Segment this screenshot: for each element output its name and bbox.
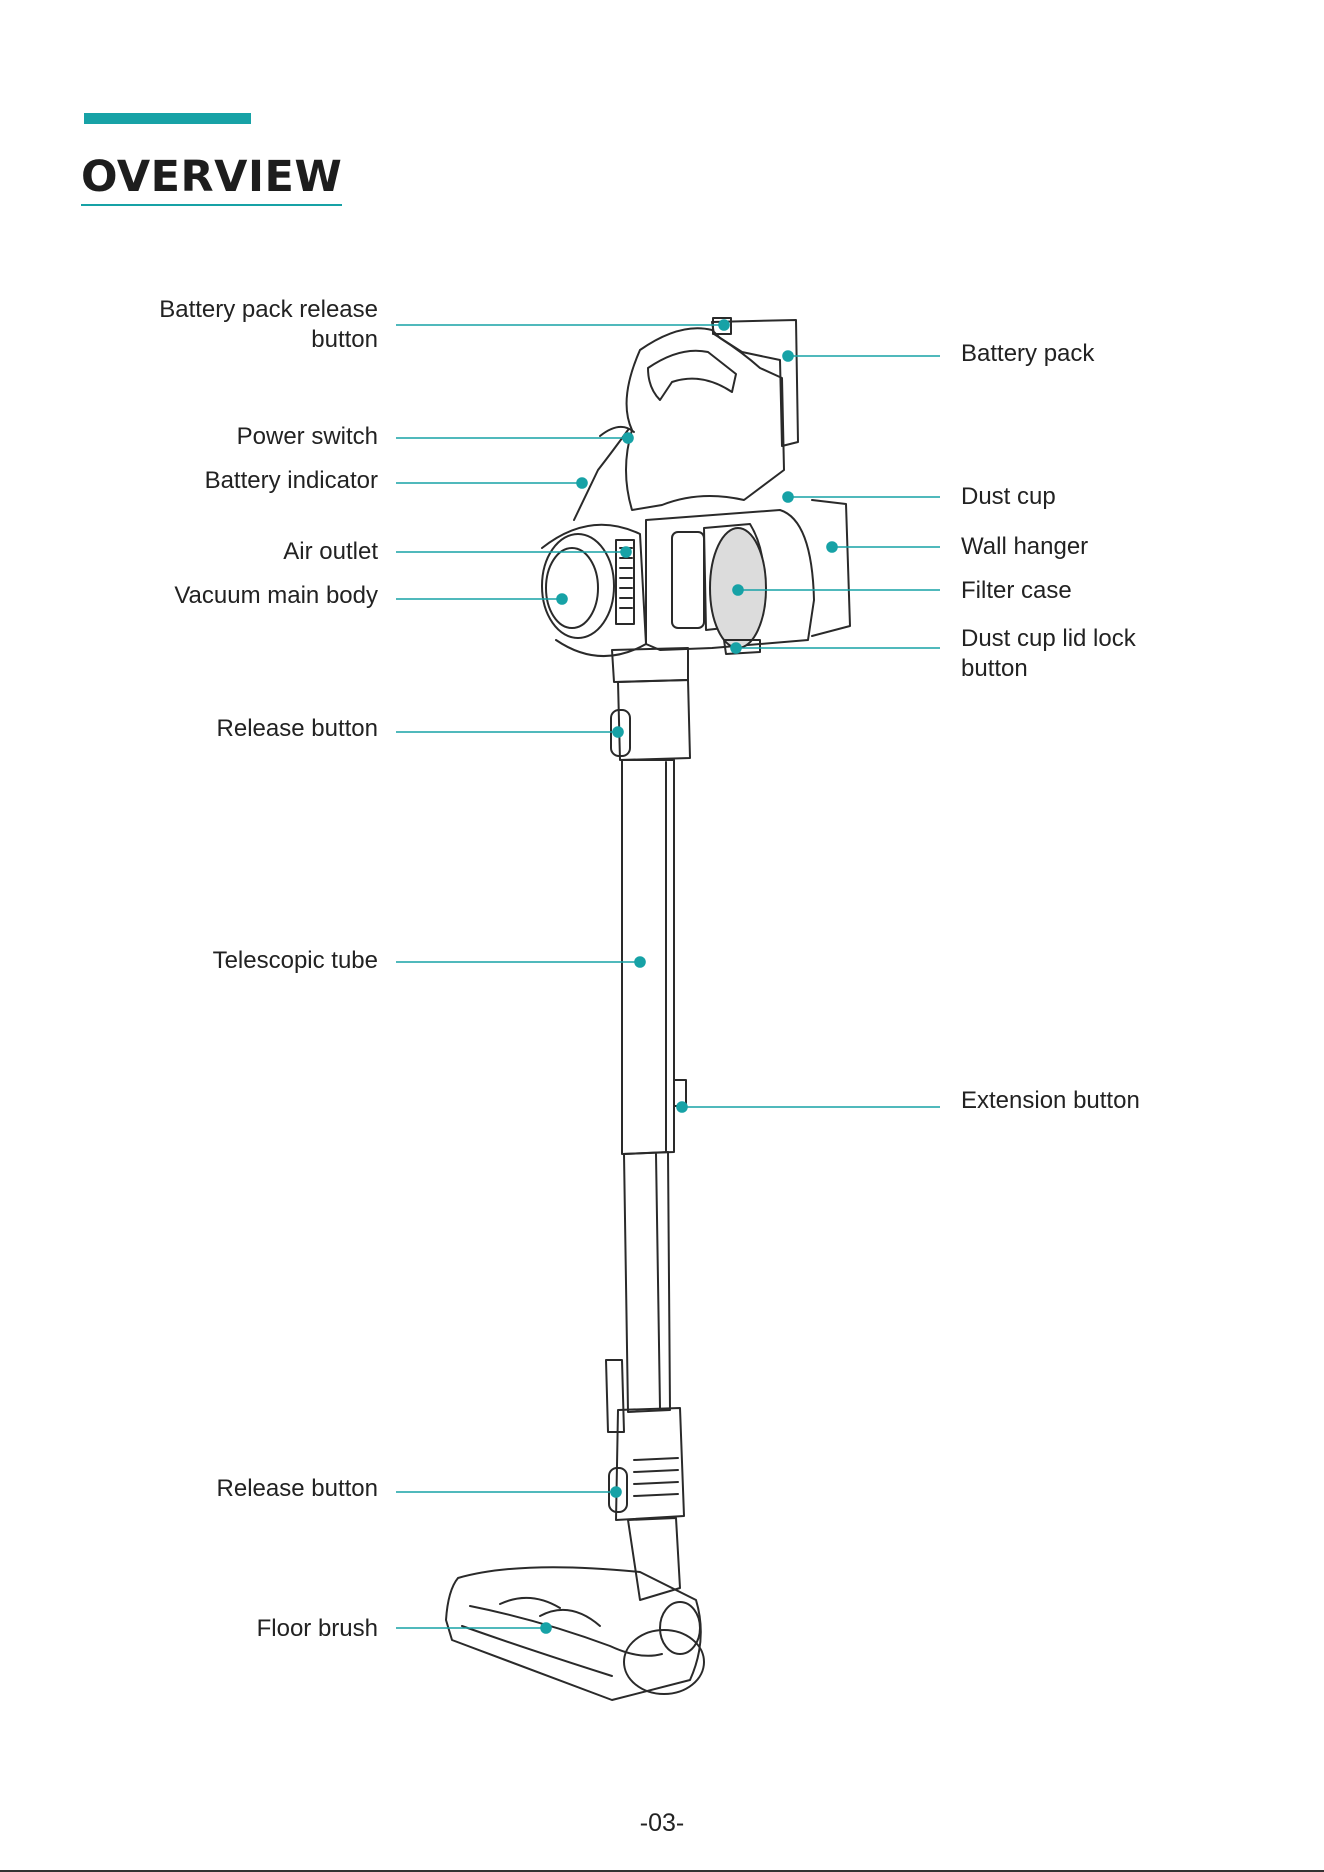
label-text: Air outlet [283, 538, 378, 565]
label-battery-pack-release-button: Battery pack release button [159, 295, 378, 355]
callout-dot [783, 492, 793, 502]
label-text: Battery indicator [205, 467, 378, 494]
label-text: Dust cup [961, 483, 1056, 510]
label-release-button-lower: Release button [217, 1474, 378, 1504]
label-release-button-upper: Release button [217, 714, 378, 744]
label-text: Battery pack [961, 340, 1094, 367]
label-floor-brush: Floor brush [257, 1614, 378, 1644]
label-text: Filter case [961, 577, 1072, 604]
label-text: Vacuum main body [174, 582, 378, 609]
label-extension-button: Extension button [961, 1086, 1140, 1116]
callout-dot [635, 957, 645, 967]
callout-dot [733, 585, 743, 595]
label-text: Release button [217, 715, 378, 742]
label-air-outlet: Air outlet [283, 537, 378, 567]
label-battery-pack: Battery pack [961, 339, 1094, 369]
callout-dot [719, 320, 729, 330]
label-wall-hanger: Wall hanger [961, 532, 1088, 562]
callout-dot [577, 478, 587, 488]
callout-dot [613, 727, 623, 737]
callout-dot [557, 594, 567, 604]
callout-dot [783, 351, 793, 361]
callout-dot [677, 1102, 687, 1112]
page-number: -03- [0, 1809, 1324, 1838]
label-filter-case: Filter case [961, 576, 1072, 606]
label-text: Release button [217, 1475, 378, 1502]
label-text: Dust cup lid lock button [961, 624, 1136, 684]
callout-dot [827, 542, 837, 552]
label-text: Telescopic tube [213, 947, 378, 974]
callout-lines [396, 320, 940, 1633]
callout-dot [541, 1623, 551, 1633]
callout-dot [621, 547, 631, 557]
label-telescopic-tube: Telescopic tube [213, 946, 378, 976]
label-text: Battery pack release button [159, 295, 378, 355]
callout-dot [611, 1487, 621, 1497]
label-vacuum-main-body: Vacuum main body [174, 581, 378, 611]
label-text: Wall hanger [961, 533, 1088, 560]
callout-dot [623, 433, 633, 443]
label-battery-indicator: Battery indicator [205, 466, 378, 496]
label-dust-cup: Dust cup [961, 482, 1056, 512]
label-text: Extension button [961, 1087, 1140, 1114]
label-power-switch: Power switch [237, 422, 378, 452]
label-dust-cup-lid-lock-button: Dust cup lid lock button [961, 624, 1136, 684]
label-text: Power switch [237, 423, 378, 450]
callout-dot [731, 643, 741, 653]
label-text: Floor brush [257, 1615, 378, 1642]
